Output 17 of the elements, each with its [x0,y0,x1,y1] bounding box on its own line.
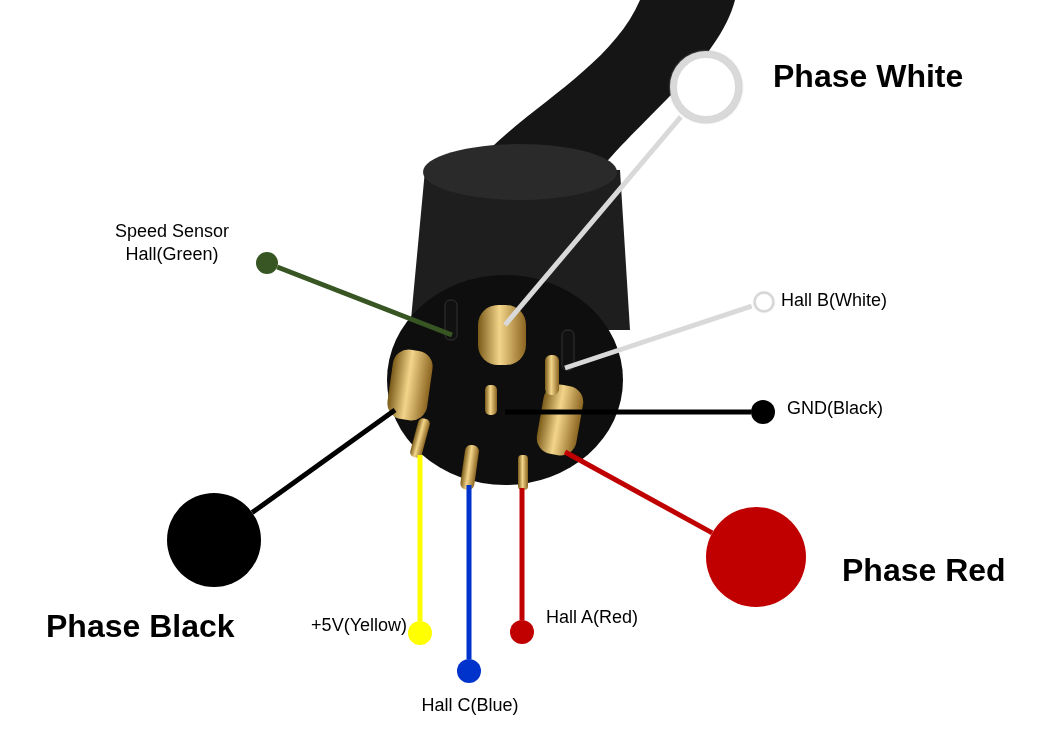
leader-line [466,485,472,659]
leader-line [563,449,714,536]
leader-line [417,455,423,621]
leader-line [564,303,753,371]
leader-line [519,488,525,620]
phase-label: Phase Black [46,607,236,646]
pin-label: GND(Black) [787,397,884,420]
leader-line [505,409,751,415]
phase-label: Phase Red [842,551,1007,590]
phase-label: Phase White [773,57,965,96]
pin-label: Hall C(Blue) [420,694,520,717]
leader-line [250,407,397,515]
pin-label: Hall A(Red) [546,606,640,629]
pin-label: Speed Sensor Hall(Green) [113,220,231,265]
pin-label: Hall B(White) [781,289,888,312]
pin-label: +5V(Yellow) [310,614,407,637]
leader-line [276,264,453,338]
